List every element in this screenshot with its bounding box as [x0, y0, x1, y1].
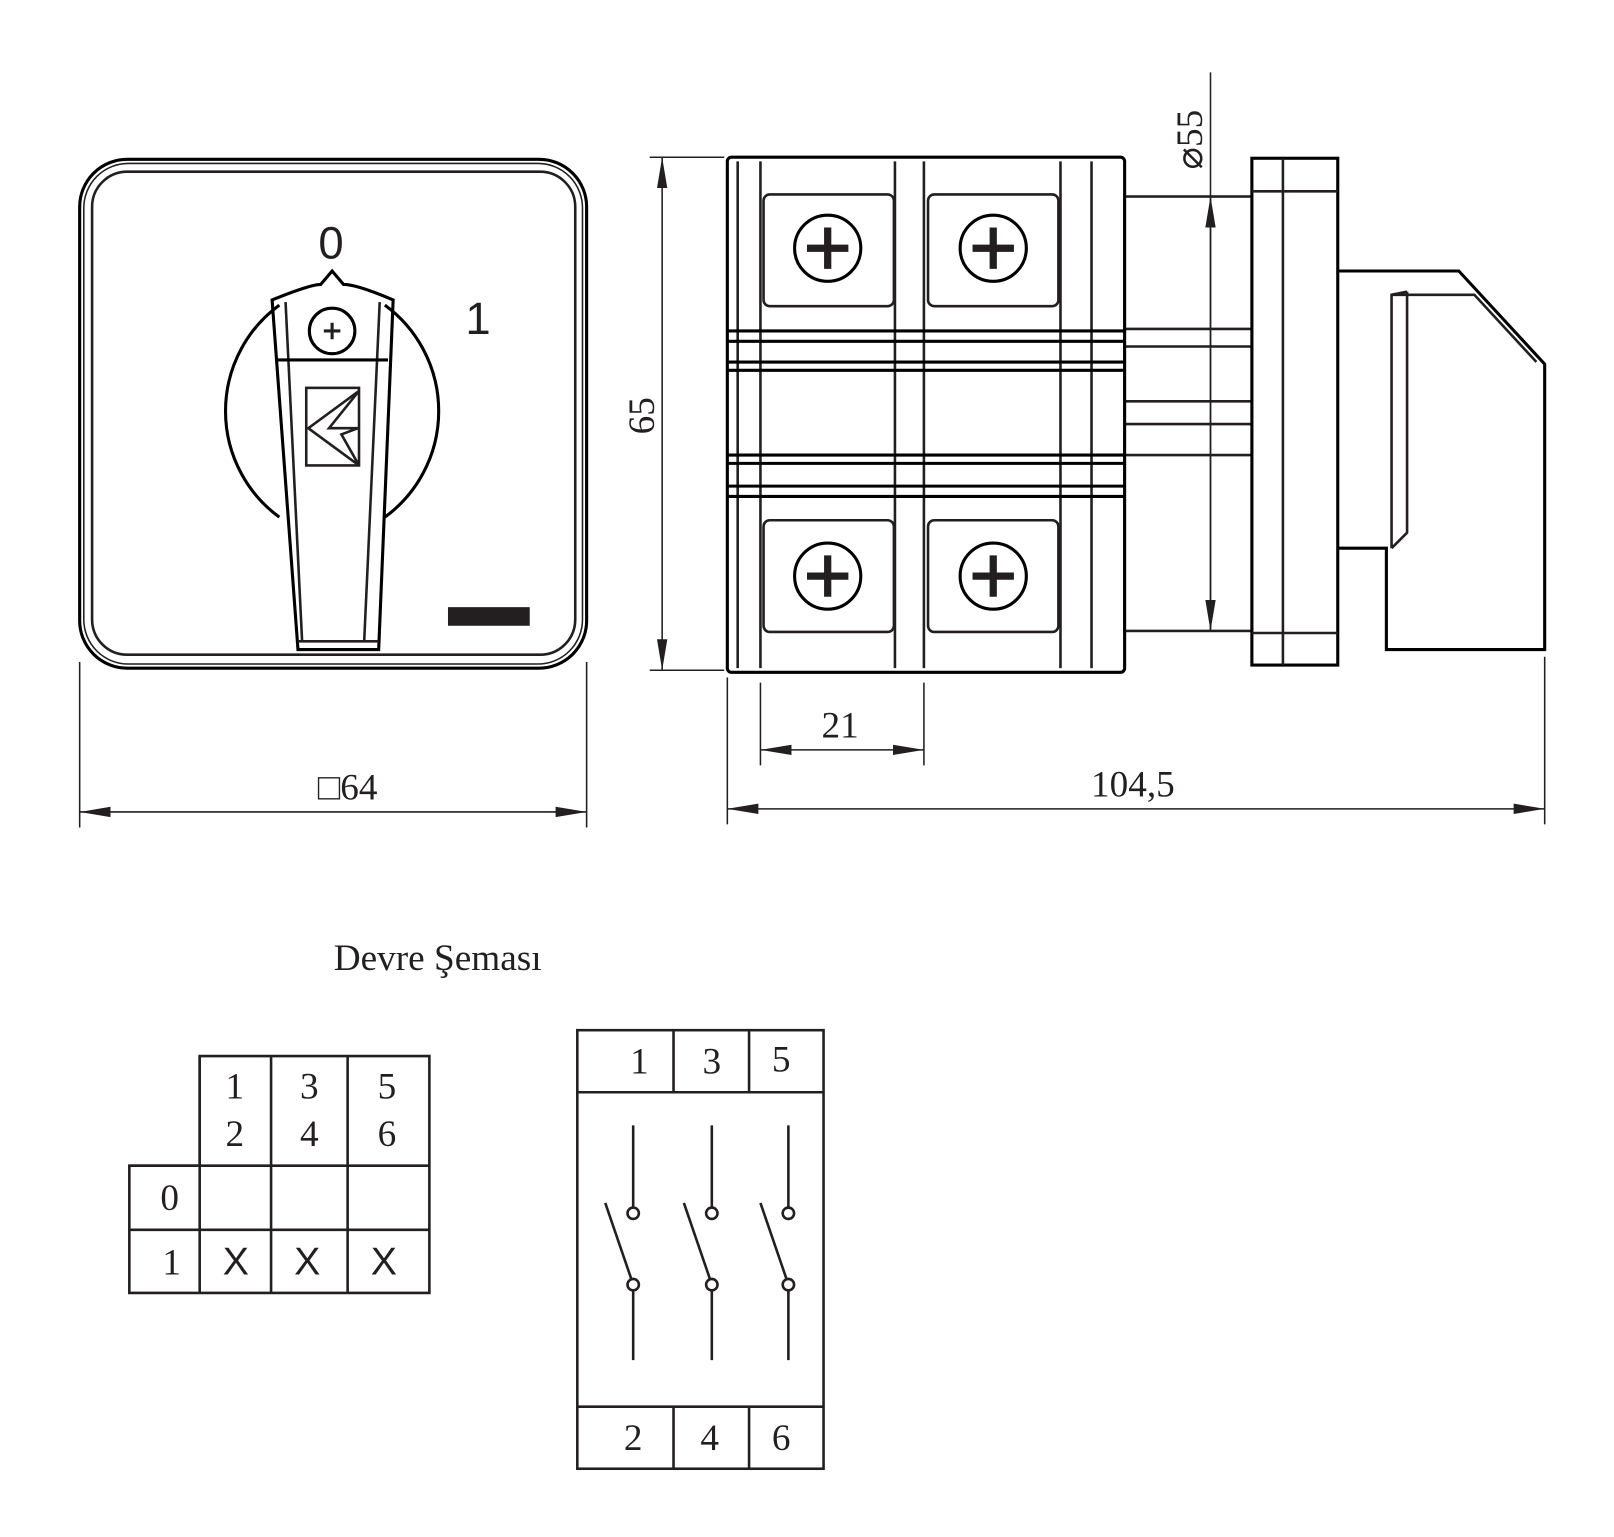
row-position: 0: [160, 1178, 179, 1219]
terminal-screw-icon: [793, 213, 863, 283]
terminal-3: [926, 193, 1060, 308]
circuit-title: Devre Şeması: [334, 938, 542, 979]
handle-screw-icon: [307, 306, 357, 356]
terminal-screw-icon: [793, 541, 863, 611]
switching-table: 1 2 3 4 5 6 0 1 X X X: [128, 1054, 431, 1295]
terminal-screw-icon: [958, 541, 1028, 611]
dial-disc-left: [223, 303, 281, 519]
header-terminal: 5: [378, 1066, 397, 1107]
bottom-terminal-label: 2: [624, 1418, 643, 1459]
width-dimension: □64: [78, 661, 588, 828]
contact-closed-mark: X: [294, 1239, 320, 1283]
dial-label-off: 0: [318, 218, 343, 269]
top-terminal-label: 1: [630, 1042, 649, 1083]
header-terminal: 1: [226, 1066, 245, 1107]
height-dim-label: 65: [622, 397, 663, 434]
dimensions-side: 65 ⌀55 21 104,5: [622, 72, 1546, 825]
side-view: [725, 155, 1547, 674]
depth-dim-label: 104,5: [1091, 764, 1175, 805]
module-dim-label: 21: [821, 705, 858, 746]
header-terminal: 4: [300, 1114, 319, 1155]
switch-contact-icon: [682, 1125, 719, 1361]
terminal-blocks: [762, 193, 1060, 634]
switch-contact-icon: [759, 1125, 796, 1361]
width-dim-label: □64: [318, 768, 378, 809]
handle-side: [1337, 269, 1547, 652]
front-view: 0 1: [78, 157, 589, 670]
header-terminal: 2: [226, 1114, 245, 1155]
top-terminal-label: 5: [772, 1040, 791, 1081]
contact-closed-mark: X: [223, 1239, 249, 1283]
header-terminal: 3: [300, 1066, 319, 1107]
front-housing: [78, 157, 589, 670]
terminal-4: [926, 518, 1060, 634]
header-terminal: 6: [378, 1114, 397, 1155]
bottom-terminal-label: 6: [772, 1418, 791, 1459]
bottom-terminal-label: 4: [700, 1418, 719, 1459]
terminal-screw-icon: [958, 213, 1028, 283]
diameter-dim-label: ⌀55: [1170, 110, 1211, 170]
shaft-housing: [1123, 195, 1254, 633]
dial-disc-right: [383, 303, 441, 519]
rotary-handle: [270, 268, 395, 652]
dial-label-on: 1: [465, 293, 490, 344]
terminal-2: [762, 518, 896, 634]
contact-closed-mark: X: [371, 1239, 397, 1283]
switch-contact-icon: [604, 1125, 641, 1361]
contact-body: [725, 155, 1127, 674]
front-plate: [90, 170, 577, 657]
front-plate-side: [1250, 156, 1340, 667]
indicator-label: [447, 607, 530, 626]
circuit-schematic: 1 3 5 2 4 6: [576, 1028, 825, 1471]
brand-logo-icon: [304, 386, 361, 467]
top-terminal-label: 3: [703, 1042, 722, 1083]
terminal-1: [762, 193, 896, 308]
row-position: 1: [162, 1242, 181, 1283]
